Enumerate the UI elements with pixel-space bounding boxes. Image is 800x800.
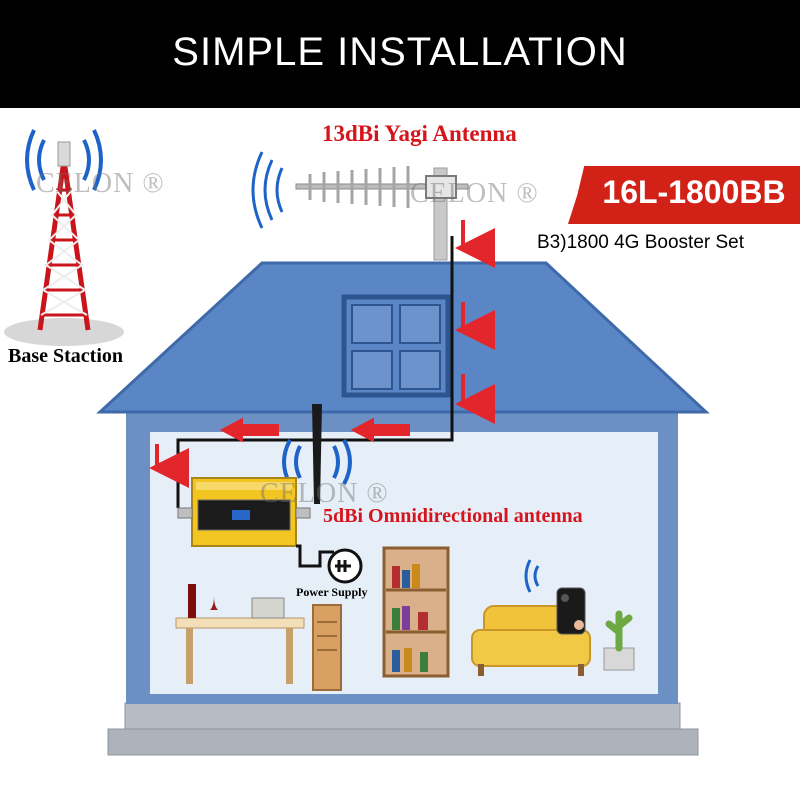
signal-arrows: [149, 220, 495, 488]
house-foundation: [107, 702, 699, 756]
bookshelf: [382, 546, 450, 678]
phone-signal-waves: [524, 559, 540, 593]
product-set-label: B3)1800 4G Booster Set: [537, 232, 745, 253]
yagi-antenna-icon: [251, 151, 469, 261]
table-and-chair: [175, 584, 342, 691]
model-number: 16L-1800BB: [602, 174, 786, 210]
omni-signal-waves: [282, 439, 352, 485]
watermark: CELON ®: [260, 478, 389, 509]
yagi-signal-waves: [251, 151, 284, 229]
watermark: CELON ®: [36, 168, 165, 199]
page-title: SIMPLE INSTALLATION: [172, 30, 628, 74]
model-badge-background: [568, 166, 800, 224]
power-supply-label: Power Supply: [296, 585, 368, 599]
omni-antenna-icon: [282, 404, 352, 504]
watermark: CELON ®: [410, 178, 539, 209]
cell-tower-icon: [4, 129, 124, 346]
base-station-label: Base Staction: [8, 345, 123, 367]
house-roof: [96, 261, 710, 414]
header-banner: SIMPLE INSTALLATION: [0, 0, 800, 108]
smartphone-icon: [524, 559, 586, 635]
cactus-plant: [603, 610, 635, 671]
model-badge: 16L-1800BB: [568, 166, 800, 224]
power-plug-icon: [327, 548, 363, 584]
signal-booster-icon: [177, 477, 334, 568]
tower-signal-waves: [25, 129, 103, 191]
yagi-antenna-label: 13dBi Yagi Antenna: [322, 121, 517, 146]
omni-antenna-label: 5dBi Omnidirectional antenna: [323, 505, 583, 527]
attic-window: [341, 294, 451, 398]
